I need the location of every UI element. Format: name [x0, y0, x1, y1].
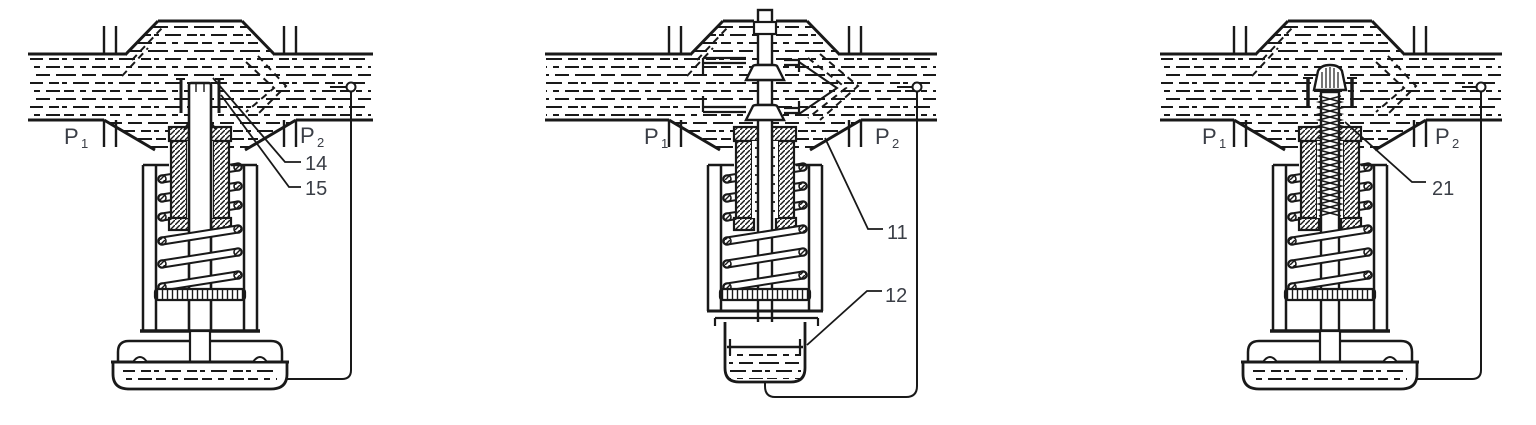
outlet-pressure-subscript: 2 [892, 136, 899, 151]
stem-collar [752, 20, 778, 36]
callout-leader-line [212, 77, 301, 163]
inlet-pressure-subscript: 1 [81, 136, 88, 151]
hanger-bar [713, 316, 820, 326]
pipe-walls [1160, 52, 1502, 122]
inlet-pressure-label: P [64, 124, 79, 149]
outlet-pressure-label: P [1435, 124, 1450, 149]
callout-leader-line [1344, 121, 1426, 183]
pipe-walls [545, 52, 937, 122]
valve-diagram-right: P 1 P 2 21 [1160, 19, 1502, 391]
pressure-tap-circle [1475, 81, 1487, 93]
diaphragm-actuator [1239, 329, 1421, 391]
callout-label: 21 [1432, 178, 1454, 200]
stem-cap-lines [195, 84, 205, 92]
callout-leader-line [824, 137, 883, 230]
seat-partitions [701, 56, 801, 115]
callout-label: 14 [305, 153, 327, 175]
outlet-passage-chevron [798, 61, 839, 115]
callout-label: 11 [887, 222, 908, 244]
coil-spring-lower [723, 225, 807, 291]
dome-plug-shading [1321, 67, 1339, 88]
double-seat-plugs [744, 63, 786, 122]
control-impulse-line [764, 86, 918, 398]
piston-ticks [728, 339, 802, 355]
coil-spring-lower [1288, 225, 1372, 291]
inlet-pressure-label: P [644, 124, 659, 149]
body-chevron-hatching [686, 27, 860, 121]
pressure-tap-circle [345, 81, 357, 93]
pipe-walls [28, 52, 373, 122]
callout-label: 12 [885, 285, 907, 307]
callout-leader-line [806, 290, 882, 346]
stem-upper [756, 8, 774, 67]
spring-plate [718, 287, 812, 302]
valve-diagram-middle: P 1 P 2 11 12 [545, 8, 937, 398]
plug-guide-posts [1306, 78, 1354, 108]
outlet-pressure-label: P [875, 124, 890, 149]
spring-plate [1283, 287, 1377, 302]
yoke [141, 163, 259, 331]
coil-spring-lower [158, 225, 242, 291]
inlet-pressure-subscript: 1 [661, 136, 668, 151]
body-chevron-hatching [121, 27, 288, 115]
control-impulse-line [286, 86, 352, 380]
inlet-pressure-subscript: 1 [1219, 136, 1226, 151]
spring-plate [153, 287, 247, 302]
inlet-pressure-label: P [1202, 124, 1217, 149]
outlet-pressure-label: P [300, 123, 315, 148]
callout-leader-line [220, 94, 301, 188]
body-chevron-hatching [1251, 27, 1418, 115]
pressure-tap-circle [911, 81, 923, 93]
outlet-pressure-subscript: 2 [317, 135, 324, 150]
diaphragm-actuator [109, 329, 291, 391]
callout-label: 15 [305, 178, 327, 200]
valve-diagram-left: P 1 P 2 14 15 [28, 19, 373, 391]
plug-spring-zigzag [1315, 95, 1345, 217]
yoke [706, 163, 824, 311]
cylinder-fluid-hatching [729, 351, 801, 379]
plug-spring-zigzag [1315, 95, 1345, 217]
control-impulse-line [1416, 86, 1482, 380]
outlet-pressure-subscript: 2 [1452, 136, 1459, 151]
stem-mid [756, 78, 774, 107]
plug-skirt-ticks [176, 78, 224, 131]
yoke [1271, 163, 1389, 331]
